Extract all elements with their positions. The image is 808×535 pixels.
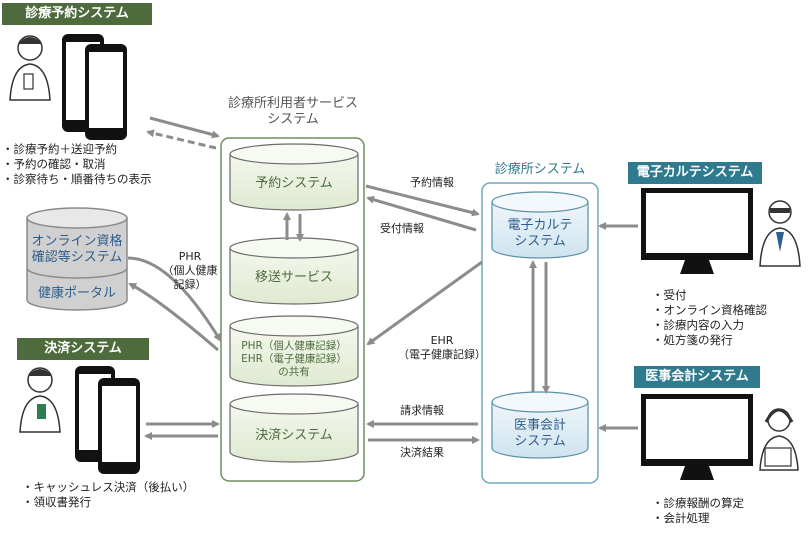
user-service-title: 診療所利用者サービス システム <box>227 96 358 127</box>
feature-item: オンライン資格確認 <box>652 303 768 318</box>
arrow-share-to-portal <box>128 282 219 352</box>
phr-share-module-label: PHR（個人健康記録） EHR（電子健康記録） の共有 <box>241 340 347 378</box>
reception-info-label: 受付情報 <box>380 222 424 235</box>
arrow-reception-info <box>366 195 477 232</box>
phr-arrow-label: PHR （個人健康 記録） <box>162 250 218 291</box>
feature-item: 診療報酬の算定 <box>652 496 745 511</box>
arrows <box>127 116 638 444</box>
monitor-icon <box>641 394 753 480</box>
emr-system-header: 電子カルテシステム <box>628 162 762 184</box>
doctor-icon <box>759 200 801 267</box>
emr-module-label: 電子カルテ システム <box>507 218 573 249</box>
feature-item: 診察待ち・順番待ちの表示 <box>2 172 152 187</box>
feature-item: 診療予約＋送迎予約 <box>2 142 152 157</box>
monitor-icon <box>641 188 753 274</box>
accounting-system-header: 医事会計システム <box>634 366 760 388</box>
person-icon <box>9 35 51 101</box>
phone-icon <box>75 366 140 474</box>
transport-cylinder <box>229 237 359 305</box>
feature-item: 診療内容の入力 <box>652 318 767 333</box>
payment-result-label: 決済結果 <box>400 446 444 459</box>
payment-system-header: 決済システム <box>17 338 149 360</box>
ehr-arrow-label: EHR （電子健康記録） <box>398 334 486 361</box>
feature-item: 受付 <box>652 288 767 303</box>
phone-icon <box>62 34 127 140</box>
reservation-module-label: 予約システム <box>255 176 333 191</box>
arrow-phr-to-share <box>127 256 222 342</box>
person-icon <box>19 367 61 433</box>
accounting-cylinder <box>491 391 589 459</box>
reservation-features: 診療予約＋送迎予約 予約の確認・取消 診察待ち・順番待ちの表示 <box>2 142 152 187</box>
payment-cylinder <box>229 393 359 463</box>
payment-features: キャッシュレス決済（後払い） 領収書発行 <box>22 480 195 510</box>
emr-cylinder <box>491 191 589 259</box>
emr-features: 受付 オンライン資格確認 診療内容の入力 処方箋の発行 <box>652 288 768 348</box>
payment-module-label: 決済システム <box>255 428 333 443</box>
feature-item: 予約の確認・取消 <box>2 157 152 172</box>
online-qualification-label: オンライン資格 確認等システム <box>31 234 123 265</box>
arrow-ehr <box>366 260 483 346</box>
feature-item: キャッシュレス決済（後払い） <box>22 480 195 495</box>
feature-item: 領収書発行 <box>22 495 194 510</box>
reservation-info-label: 予約情報 <box>410 176 454 189</box>
health-portal-label: 健康ポータル <box>37 286 116 301</box>
clerk-icon <box>759 408 799 471</box>
feature-item: 処方箋の発行 <box>652 333 767 348</box>
accounting-features: 診療報酬の算定 会計処理 <box>652 496 745 526</box>
feature-item: 会計処理 <box>652 511 744 526</box>
clinic-system-title: 診療所システム <box>494 162 586 177</box>
transport-module-label: 移送サービス <box>254 270 333 285</box>
arrow-reserve-response <box>146 129 217 150</box>
arrow-reserve-request <box>149 116 220 139</box>
phr-share-cylinder <box>229 315 359 387</box>
billing-info-label: 請求情報 <box>400 404 444 417</box>
reservation-system-header: 診療予約システム <box>2 3 152 25</box>
arrow-reservation-info <box>365 184 480 217</box>
external-db-cylinders <box>26 207 128 311</box>
reservation-cylinder <box>229 143 359 211</box>
accounting-module-label: 医事会計 システム <box>513 418 566 449</box>
